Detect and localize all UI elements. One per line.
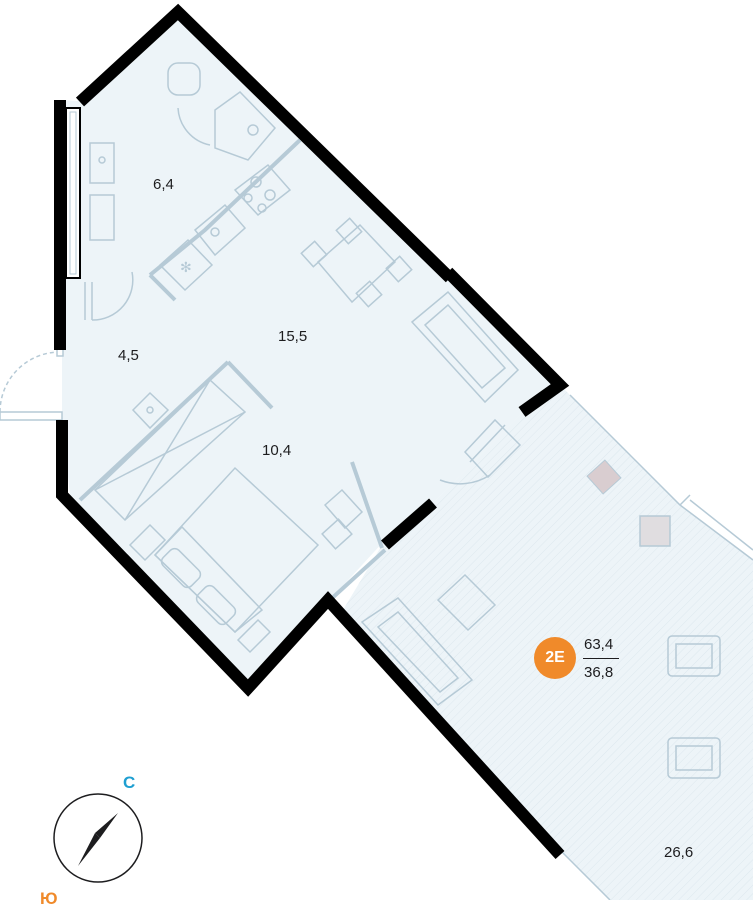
exterior-walls <box>54 3 570 860</box>
room-area-terrace: 26,6 <box>664 844 694 861</box>
terrace-tile-striped <box>586 459 622 495</box>
wardrobe <box>93 378 247 522</box>
kitchen-fixtures: ✻ <box>158 163 292 292</box>
total-area: 63,4 <box>584 636 614 653</box>
compass-north-label: С <box>123 773 136 792</box>
hall-fixtures <box>84 271 170 430</box>
terrace-tile-plain <box>639 515 671 547</box>
room-area-hall: 4,5 <box>118 347 139 364</box>
compass-south-label: Ю <box>40 889 58 908</box>
compass <box>53 793 143 883</box>
entry-door <box>0 347 64 421</box>
terrace-furniture <box>360 394 753 900</box>
compass-ring <box>53 793 143 883</box>
apartment-type-badge: 2E <box>534 637 576 679</box>
room-area-bathroom: 6,4 <box>153 176 174 193</box>
compass-needle-north <box>95 813 118 838</box>
room-area-kitchen-living: 15,5 <box>278 328 308 345</box>
bathroom-fixtures <box>89 62 277 241</box>
svg-text:✻: ✻ <box>180 259 192 275</box>
dining-set <box>300 217 413 308</box>
area-divider <box>583 658 619 659</box>
window-left-frame <box>69 111 77 275</box>
living-area: 36,8 <box>584 664 614 681</box>
sofa-living <box>410 290 520 404</box>
partitions <box>78 138 387 602</box>
interior-floor <box>62 12 560 688</box>
bed <box>128 466 320 654</box>
compass-needle-south <box>78 833 100 866</box>
room-area-bedroom: 10,4 <box>262 442 292 459</box>
desk <box>321 488 364 550</box>
